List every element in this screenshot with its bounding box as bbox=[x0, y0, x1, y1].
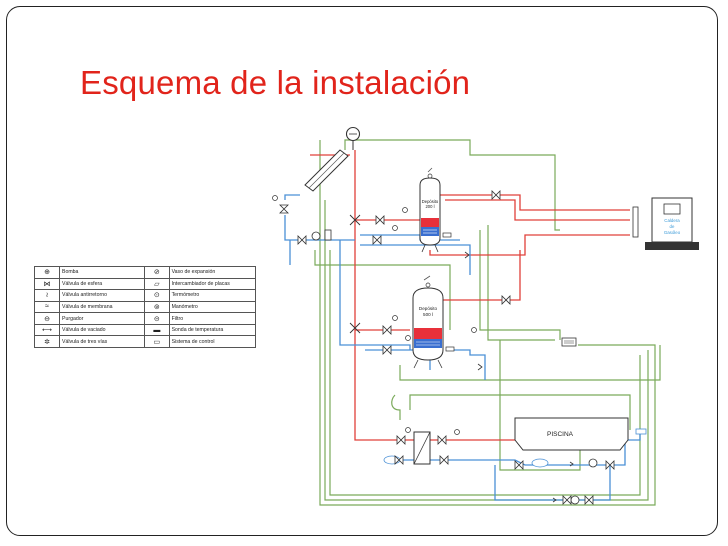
legend-row: ≀Válvula antirretorno⊙Termómetro bbox=[34, 289, 257, 302]
pump-icon bbox=[311, 229, 332, 241]
tank-500-hot-band bbox=[414, 328, 442, 339]
control-wire-loop bbox=[391, 394, 401, 420]
thermometer-icon bbox=[272, 195, 477, 435]
legend-label: Válvula antirretorno bbox=[58, 289, 146, 302]
legend-symbol-icon: ▱ bbox=[144, 277, 170, 291]
control-wire-left-3 bbox=[329, 250, 641, 496]
cold-pipe-inlet bbox=[284, 215, 355, 241]
control-wire-top bbox=[344, 139, 560, 231]
legend-label: Bomba bbox=[58, 266, 146, 279]
slide-title: Esquema de la instalación bbox=[80, 64, 471, 101]
plate-exchanger-icon bbox=[413, 431, 431, 465]
legend-label: Válvula de membrana bbox=[58, 300, 146, 314]
control-wire-left bbox=[319, 140, 656, 506]
three-way-valve-icon bbox=[349, 214, 361, 334]
tank-200: Depósito 200 l bbox=[419, 167, 441, 253]
legend-label: Filtro bbox=[168, 312, 257, 325]
tank-500-label-1: Depósito bbox=[419, 306, 438, 311]
control-wire-tank1 bbox=[479, 230, 561, 340]
control-wire-mid bbox=[314, 250, 451, 330]
thermometer-icon bbox=[427, 173, 433, 179]
gas-boiler-icon: Caldera de Gasóleo bbox=[632, 197, 699, 250]
hot-pipe-main bbox=[354, 150, 520, 441]
legend-row: ⋈Válvula de esfera▱Intercambiador de pla… bbox=[34, 277, 257, 291]
cold-pipe-pool bbox=[390, 432, 641, 466]
hot-pipe-tank2-out bbox=[440, 250, 521, 301]
legend-row: ⊖Purgador⊝Filtro bbox=[34, 312, 257, 325]
cold-pipe-pool-loop bbox=[494, 465, 611, 501]
expansion-vessel-icon bbox=[345, 126, 361, 150]
check-valve-icon bbox=[464, 251, 574, 503]
tank-200-hot-band bbox=[421, 218, 439, 227]
pool: PISCINA bbox=[514, 417, 647, 451]
cold-pipe-tank2b bbox=[450, 349, 486, 380]
tank-200-label-2: 200 l bbox=[425, 204, 434, 209]
thermometer-icon bbox=[425, 282, 431, 288]
legend-row: ⊕Bomba⊘Vaso de expansión bbox=[34, 266, 257, 279]
legend-row: ≈Válvula de membrana⊚Manómetro bbox=[34, 300, 257, 314]
tank-500: Depósito 500 l bbox=[412, 275, 444, 369]
tank-500-cold-band bbox=[414, 339, 442, 348]
solar-panel-icon bbox=[304, 149, 349, 192]
cold-pipes bbox=[284, 194, 641, 501]
control-wire-tank2 bbox=[399, 345, 661, 381]
legend-label: Purgador bbox=[58, 312, 146, 325]
symbol-legend: ⊕Bomba⊘Vaso de expansión⋈Válvula de esfe… bbox=[34, 266, 257, 348]
control-wire-pool2 bbox=[499, 340, 581, 471]
control-system-icon bbox=[561, 337, 577, 347]
cold-pipe-tank1b bbox=[360, 244, 471, 275]
legend-label: Válvula de tres vías bbox=[58, 335, 146, 348]
legend-label: Intercambiador de placas bbox=[168, 277, 257, 291]
cold-pipe-solar-ret bbox=[284, 194, 300, 200]
control-wire-left-2 bbox=[324, 200, 649, 501]
legend-row: ✲Válvula de tres vías▭Sistema de control bbox=[34, 335, 257, 348]
legend-table: ⊕Bomba⊘Vaso de expansión⋈Válvula de esfe… bbox=[34, 266, 257, 348]
boiler-label-1: Caldera bbox=[664, 218, 680, 223]
legend-label: Sistema de control bbox=[168, 335, 257, 348]
hot-pipe-boiler-ret bbox=[429, 234, 630, 256]
boiler-label-3: Gasóleo bbox=[664, 230, 681, 235]
legend-label: Vaso de expansión bbox=[168, 266, 257, 279]
tank-500-label-2: 500 l bbox=[423, 312, 433, 317]
legend-label: Válvula de esfera bbox=[58, 277, 146, 291]
tank-200-label-1: Depósito bbox=[422, 199, 439, 204]
cold-pipe-riser bbox=[339, 240, 411, 350]
temperature-probe-icon bbox=[442, 232, 455, 352]
control-wire-tank1b bbox=[487, 225, 555, 341]
hot-pipe-boiler-out-2 bbox=[445, 199, 630, 221]
control-wire-pool bbox=[409, 394, 631, 430]
pool-label: PISCINA bbox=[547, 431, 574, 438]
boiler-label-2: de bbox=[670, 224, 675, 229]
ball-valve-icon bbox=[279, 190, 615, 505]
tank-200-cold-band bbox=[421, 227, 439, 236]
hot-pipes bbox=[310, 150, 630, 441]
legend-row: ⟷Válvula de vaciado▬Sonda de temperatura bbox=[34, 323, 257, 337]
control-wiring bbox=[314, 139, 661, 506]
hot-pipe-boiler-out bbox=[440, 194, 630, 211]
legend-label: Manómetro bbox=[168, 300, 257, 314]
legend-label: Termómetro bbox=[168, 289, 257, 302]
